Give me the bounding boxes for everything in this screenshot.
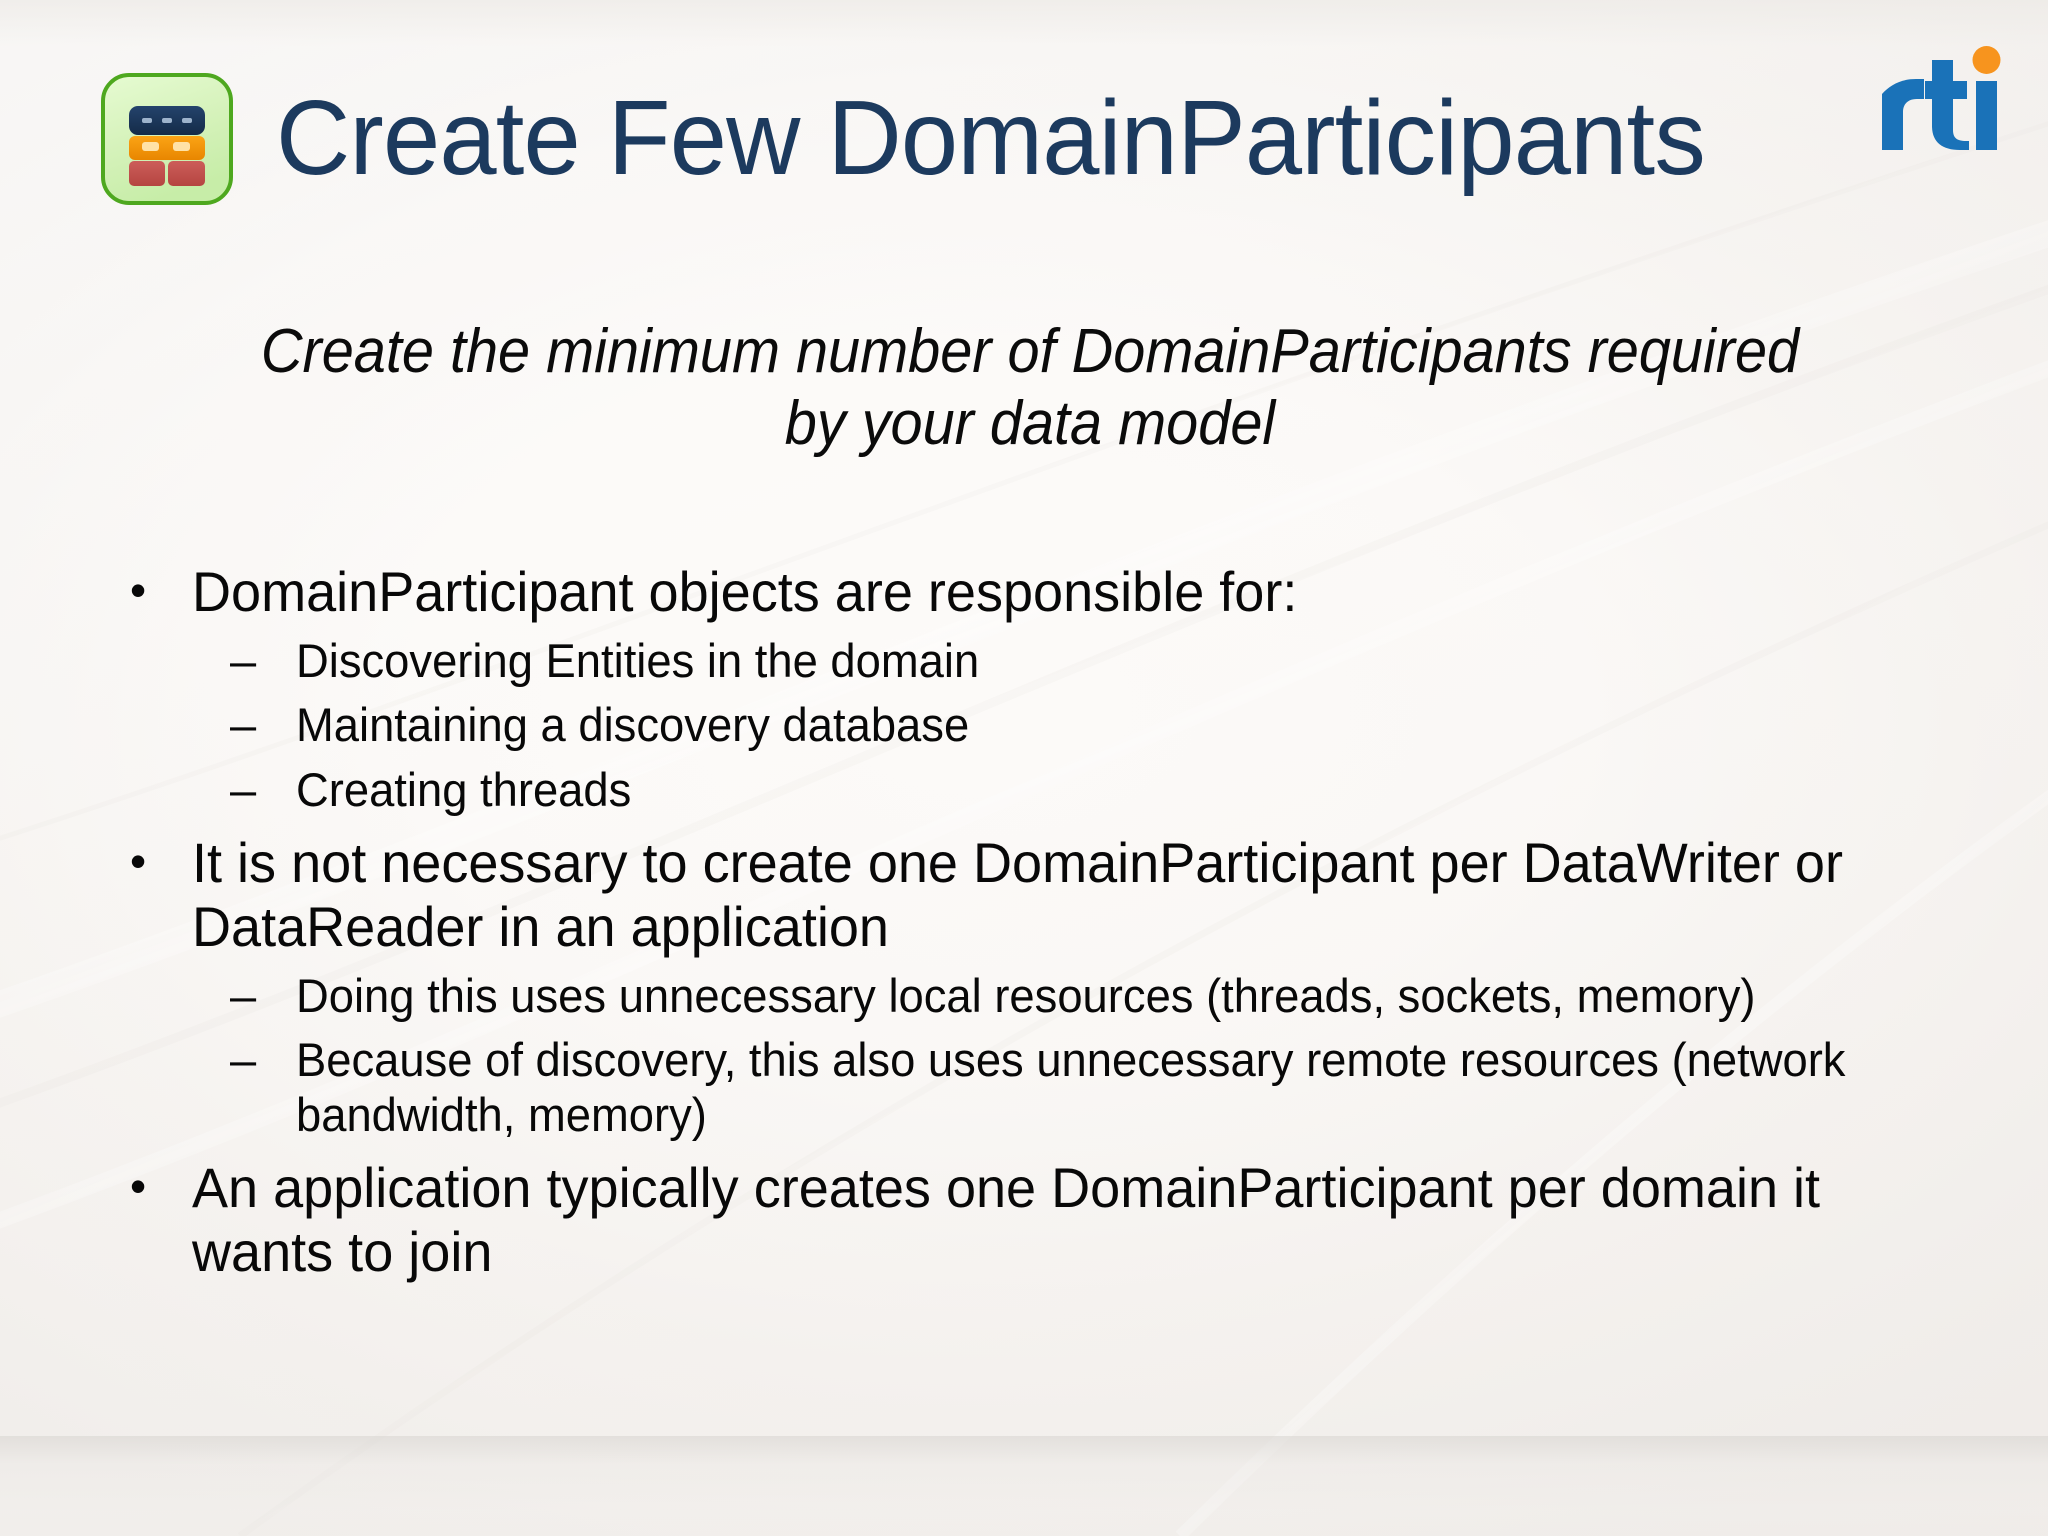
dash-marker: – [230, 1033, 257, 1087]
rti-logo [1870, 46, 2010, 164]
dash-marker: – [230, 969, 257, 1023]
bullet-level2: – Creating threads [118, 763, 1978, 817]
page-title: Create Few DomainParticipants [276, 79, 1706, 198]
top-sheen [0, 0, 2048, 46]
bullet-text: Because of discovery, this also uses unn… [296, 1033, 1846, 1141]
bullet-level2: – Because of discovery, this also uses u… [118, 1033, 1978, 1142]
bullet-level1: • It is not necessary to create one Doma… [118, 831, 1978, 959]
bullet-text: Maintaining a discovery database [296, 698, 970, 752]
subtitle-line-1: Create the minimum number of DomainParti… [260, 317, 1800, 386]
bullet-marker: • [130, 834, 147, 887]
subtitle-line-2: by your data model [784, 388, 1276, 458]
bullet-text: Doing this uses unnecessary local resour… [296, 969, 1756, 1023]
dash-marker: – [230, 698, 257, 752]
dash-marker: – [230, 762, 257, 816]
bullet-level1: • An application typically creates one D… [118, 1156, 1978, 1284]
bullet-level2: – Discovering Entities in the domain [118, 634, 1978, 688]
dash-marker: – [230, 634, 257, 688]
slide-body: • DomainParticipant objects are responsi… [118, 560, 1978, 1284]
bullet-level2: – Maintaining a discovery database [118, 698, 1978, 752]
slide-subtitle: Create the minimum number of DomainParti… [184, 316, 1877, 460]
bottom-band [0, 1436, 2048, 1536]
bullet-marker: • [130, 564, 147, 616]
bullet-text: DomainParticipant objects are responsibl… [192, 560, 1298, 623]
slide-header: Create Few DomainParticipants [0, 0, 2048, 260]
stacked-blocks-icon [100, 72, 234, 206]
bullet-text: Creating threads [296, 762, 632, 816]
bullet-text: An application typically creates one Dom… [192, 1156, 1821, 1284]
bullet-marker: • [130, 1160, 147, 1213]
bullet-level1: • DomainParticipant objects are responsi… [118, 560, 1978, 624]
bullet-text: Discovering Entities in the domain [296, 634, 980, 688]
bullet-level2: – Doing this uses unnecessary local reso… [118, 969, 1978, 1023]
bullet-text: It is not necessary to create one Domain… [192, 830, 1843, 959]
